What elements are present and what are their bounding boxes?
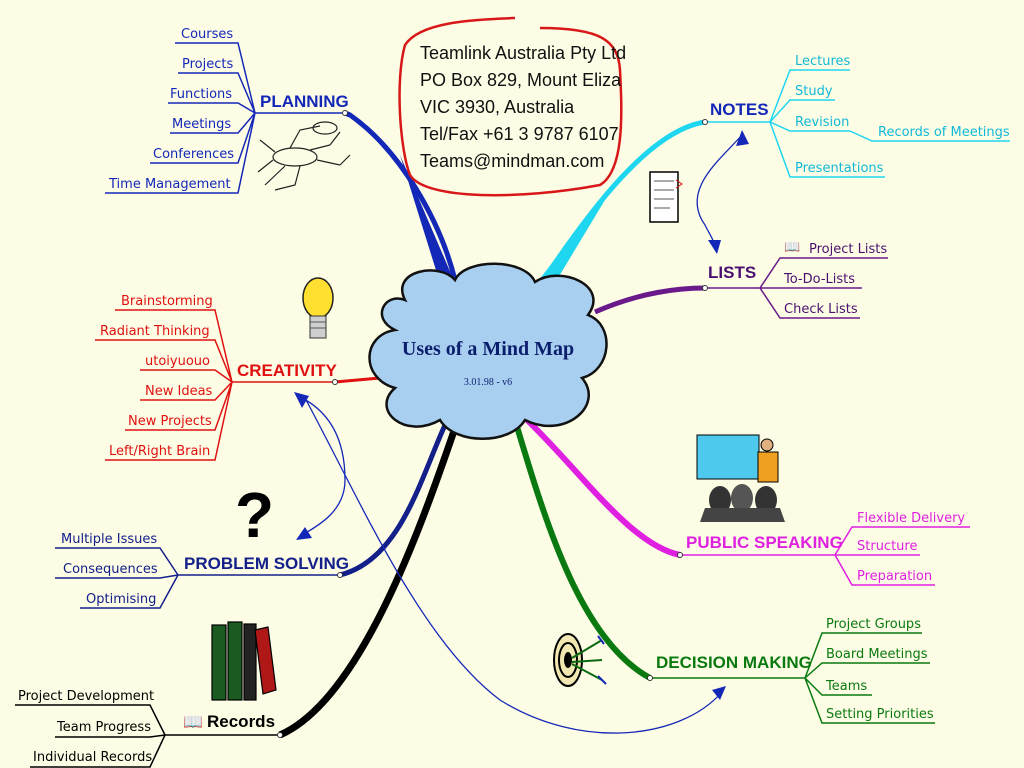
connector-dots [277,110,708,738]
arrow-creativity-decision [304,397,723,734]
arrow-notes-lists [696,134,743,249]
lists-item: Project Lists [809,242,887,257]
decision-making-leaf-lines [650,632,935,724]
notes-item: Study [795,84,833,99]
creativity-item: New Ideas [145,384,213,399]
lists-item: Check Lists [784,302,858,317]
target-dart-icon [553,633,607,687]
contact-line: Teamlink Australia Pty Ltd [420,43,626,63]
branch-line-decision-making [512,419,652,681]
problem-solving-item: Multiple Issues [61,532,157,547]
problem-solving-leaf-lines [55,547,340,609]
center-node: Uses of a Mind Map 3.01.98 - v6 [402,338,574,388]
branch-wedge-notes [535,175,620,288]
arrow-creativity-problem [295,394,346,536]
records-item: Team Progress [56,720,151,735]
arrowhead-notes [736,130,749,146]
lightbulb-icon [302,277,334,339]
decision-making-item: Setting Priorities [826,707,934,722]
center-title: Uses of a Mind Map [402,338,574,360]
branch-line-records [278,426,459,739]
creativity-leaf-lines [95,309,335,461]
branch-label-records: Records [207,712,275,731]
branch-line-creativity [334,376,381,384]
presentation-icon [696,434,785,522]
decision-making-item: Project Groups [826,617,921,632]
branch-line-lists [593,285,706,315]
records-item: Project Development [18,689,154,704]
creativity-item: utoiyuouo [145,354,210,369]
lists-leaf-lines [705,257,888,319]
records-item: Individual Records [33,750,152,765]
contact-line: Teams@mindman.com [420,151,604,171]
planning-item: Time Management [108,177,231,192]
public-speaking-item: Preparation [857,569,932,584]
branch-label-planning: PLANNING [260,92,349,111]
creativity-item: Radiant Thinking [100,324,210,339]
branch-label-problem-solving: PROBLEM SOLVING [184,554,349,573]
public-speaking-item: Flexible Delivery [857,511,965,526]
contact-line: Tel/Fax +61 3 9787 6107 [420,124,619,144]
question-mark-icon: ? [235,479,274,551]
book-icon: 📖 [183,712,203,731]
notes-item: Presentations [795,161,884,176]
public-speaking-leaf-lines [680,526,970,586]
branch-line-problem-solving [339,423,448,578]
branch-label-public-speaking: PUBLIC SPEAKING [686,533,843,552]
planning-item: Conferences [153,147,234,162]
notes-leaf-lines [705,69,1010,178]
document-list-icon [649,171,683,223]
branch-label-creativity: CREATIVITY [237,361,337,380]
arrowhead-problem [296,527,312,540]
svg-text:?: ? [235,479,274,551]
branch-label-decision-making: DECISION MAKING [656,653,812,672]
contact-outline [398,16,623,197]
creativity-item: Left/Right Brain [109,444,210,459]
notes-item: Revision [795,115,849,130]
center-cloud [368,262,608,440]
arrowhead-lists [708,240,721,254]
public-speaking-item: Structure [857,539,917,554]
lists-item: To-Do-Lists [783,272,855,287]
branch-label-notes: NOTES [710,100,769,119]
records-leaf-lines [15,704,280,768]
decision-making-item: Teams [825,679,867,694]
branch-label-lists: LISTS [708,263,756,282]
problem-solving-item: Consequences [63,562,158,577]
branch-wedge-planning [400,155,455,283]
planning-leaf-lines [105,42,345,194]
planning-item: Functions [170,87,232,102]
branch-line-public-speaking [522,415,681,558]
center-subtitle: 3.01.98 - v6 [464,377,512,388]
mini-mindmap-icon [257,121,351,191]
contact-line: PO Box 829, Mount Eliza [420,70,622,90]
decision-making-item: Board Meetings [826,647,928,662]
contact-line: VIC 3930, Australia [420,97,575,117]
books-icon [211,621,277,701]
notes-sub-item: Records of Meetings [878,125,1010,140]
planning-item: Projects [182,57,233,72]
contact-block: Teamlink Australia Pty Ltd PO Box 829, M… [420,43,626,171]
planning-item: Meetings [172,117,231,132]
book-icon: 📖 [784,240,800,255]
arrowhead-decision [712,686,726,700]
arrowhead-creativity [294,392,309,408]
creativity-item: New Projects [128,414,212,429]
problem-solving-item: Optimising [86,592,156,607]
creativity-item: Brainstorming [121,294,213,309]
notes-item: Lectures [795,54,851,69]
branch-line-planning [344,110,458,281]
planning-item: Courses [181,27,233,42]
